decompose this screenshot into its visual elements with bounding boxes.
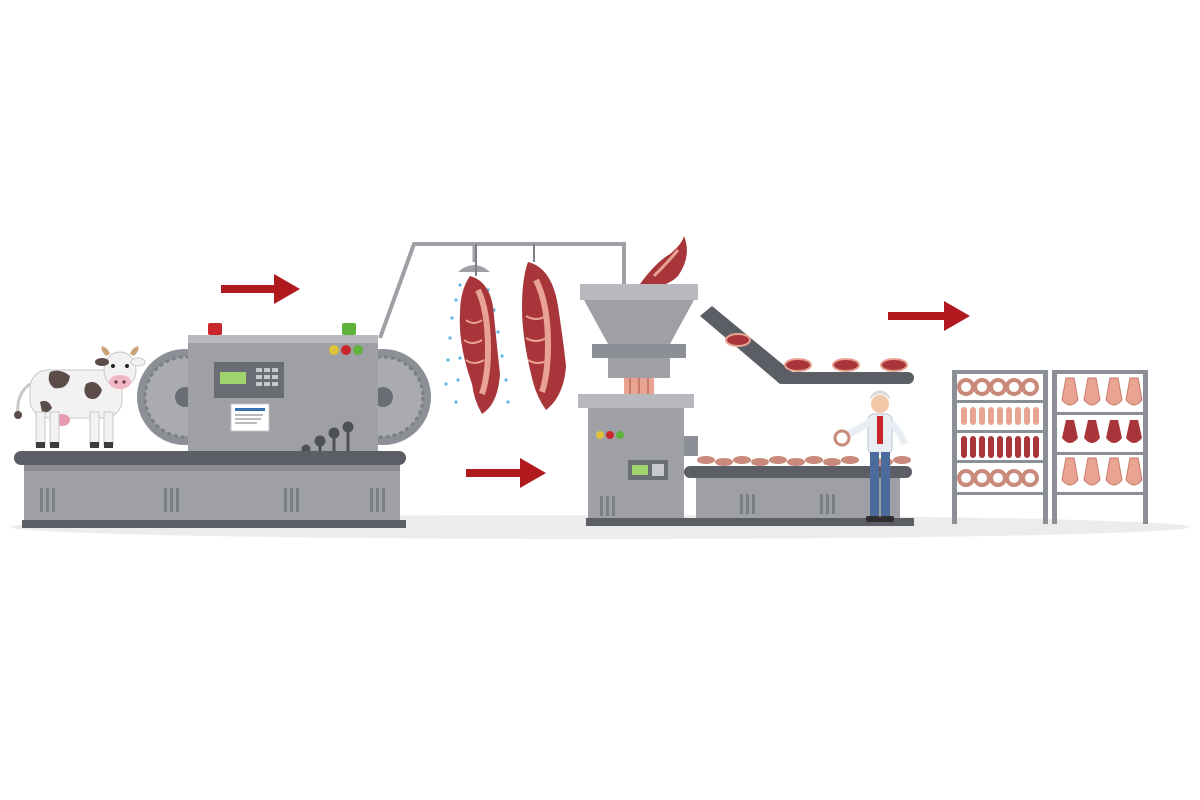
arrow-right-icon (888, 301, 970, 331)
storage-rack-icon (952, 370, 1048, 524)
steak-icon (725, 333, 908, 372)
sausage-icon (697, 456, 911, 466)
display-screen (220, 372, 246, 384)
cow-icon (14, 346, 146, 448)
sausage-conveyor (586, 466, 914, 526)
carcass-icon (522, 244, 566, 410)
meat-grinder-icon (578, 236, 698, 520)
cutting-machine (137, 323, 431, 463)
carcass-icon (459, 244, 500, 414)
alarm-lamp-green (342, 323, 356, 335)
worker-icon (833, 390, 909, 522)
alarm-lamp-red (208, 323, 222, 335)
arrow-right-icon (221, 274, 300, 304)
storage-rack-icon (1052, 370, 1148, 524)
left-conveyor (14, 451, 406, 528)
overhead-rail (378, 242, 626, 339)
arrow-right-icon (466, 458, 546, 488)
